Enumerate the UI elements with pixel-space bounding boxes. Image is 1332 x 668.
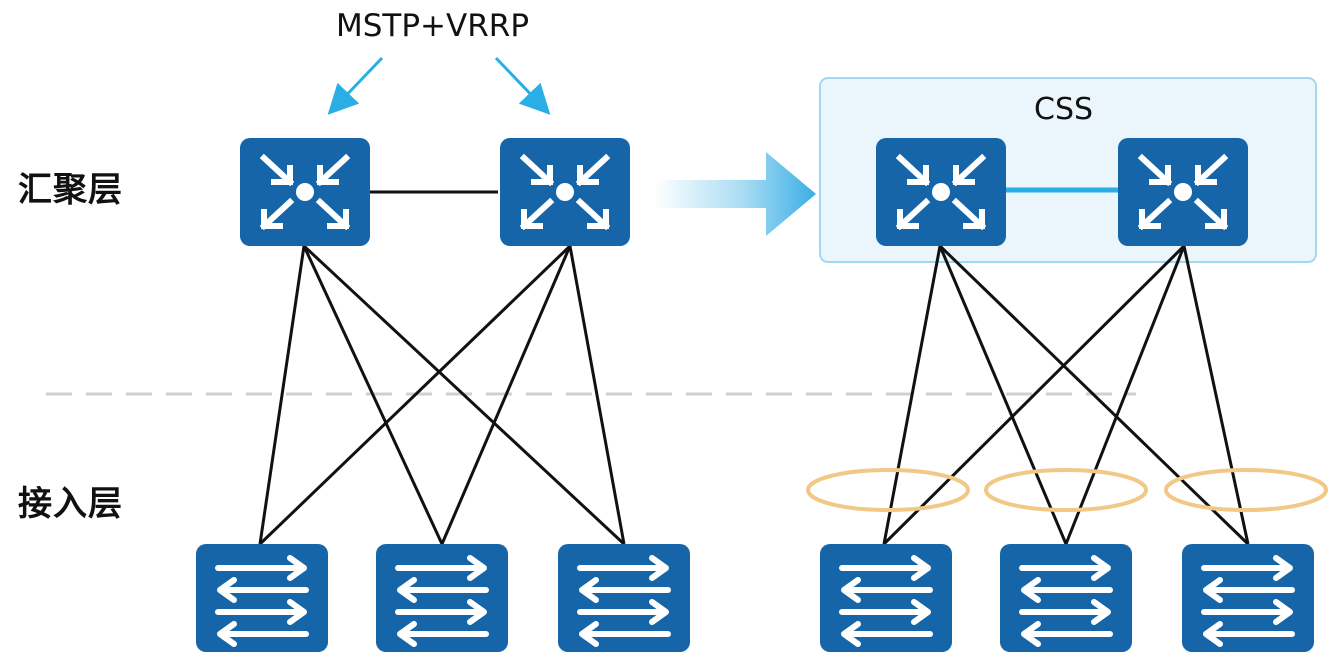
left-uplinks (258, 244, 626, 546)
transition-arrow (654, 152, 816, 236)
css-label: CSS (1034, 92, 1094, 127)
left-topology (196, 56, 690, 652)
switch-icon (196, 544, 328, 652)
protocol-label: MSTP+VRRP (336, 8, 530, 44)
router-icon (500, 138, 630, 246)
switch-icon (1000, 544, 1132, 652)
router-icon (1118, 138, 1248, 246)
aggregation-layer-label: 汇聚层 (18, 170, 123, 210)
router-icon (240, 138, 370, 246)
switch-icon (1182, 544, 1314, 652)
switch-icon (820, 544, 952, 652)
pointer-arrow-left (327, 56, 384, 115)
switch-icon (558, 544, 690, 652)
right-uplinks (882, 244, 1250, 546)
access-layer-label: 接入层 (18, 484, 123, 524)
router-icon (876, 138, 1006, 246)
right-topology (806, 77, 1328, 652)
lag-rings (806, 468, 1328, 512)
pointer-arrow-right (494, 56, 551, 115)
switch-icon (376, 544, 508, 652)
